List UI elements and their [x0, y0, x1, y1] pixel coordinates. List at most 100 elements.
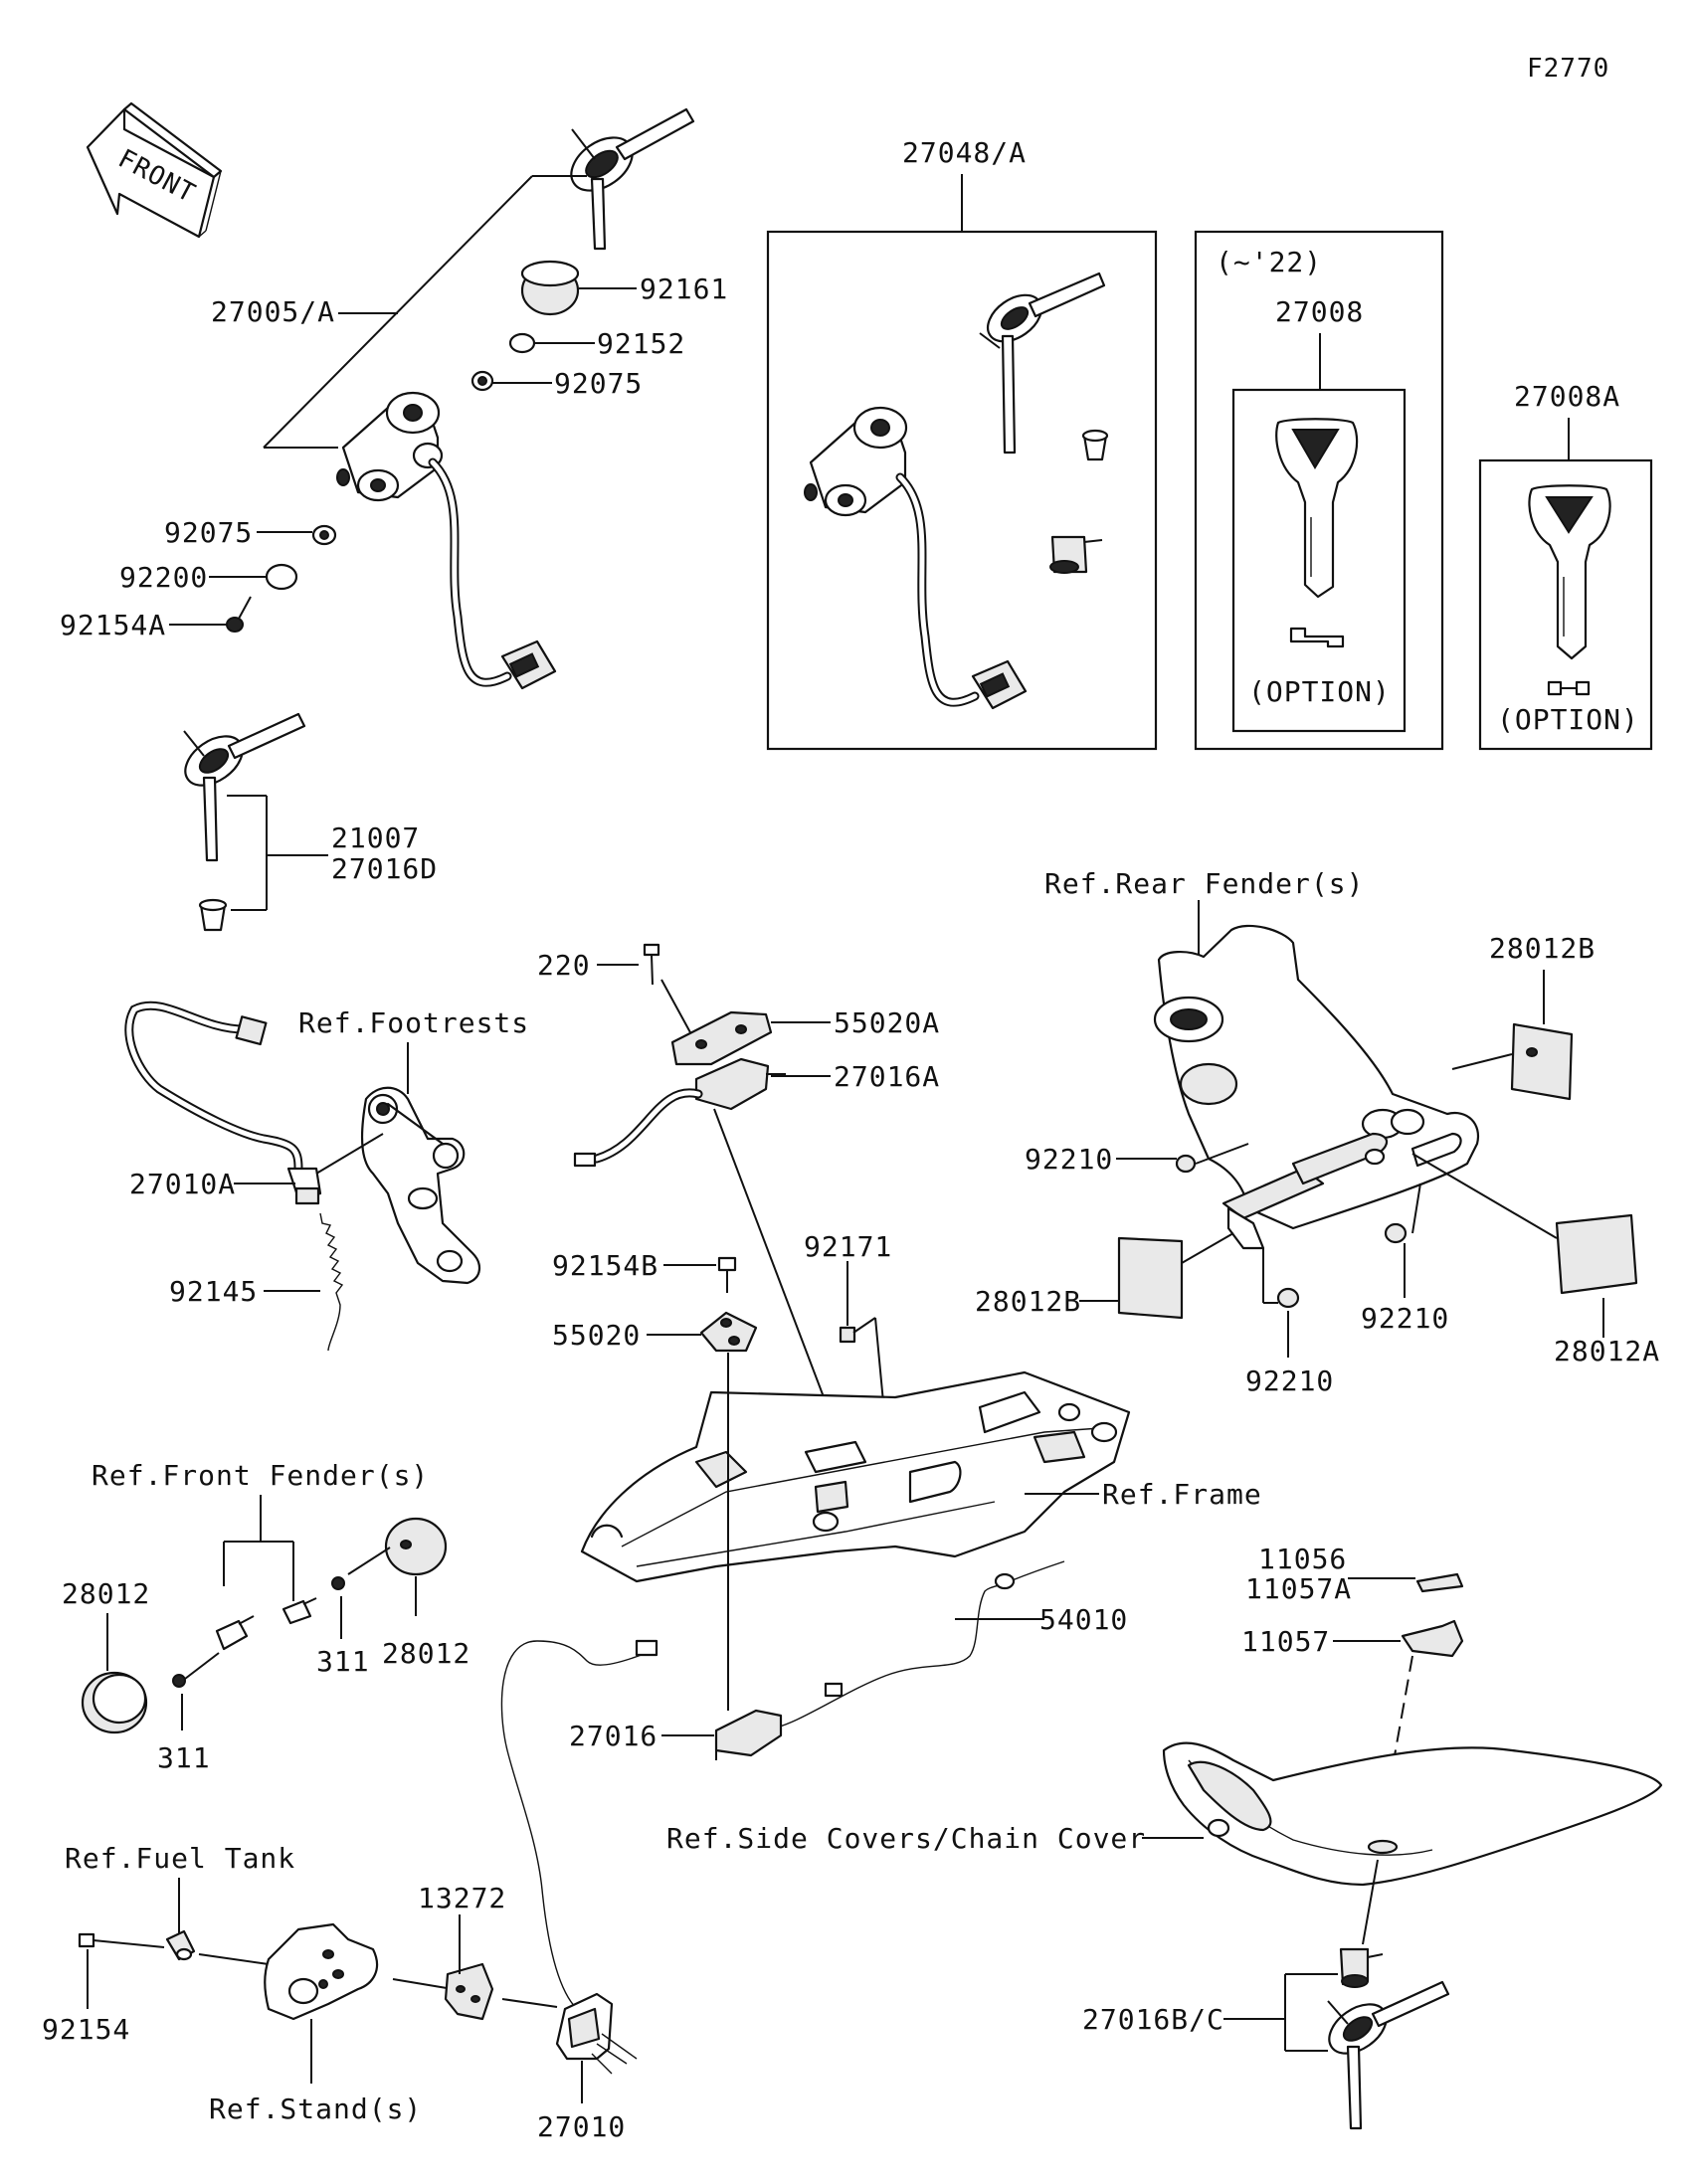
bracket-11057	[1401, 1619, 1464, 1658]
label-92075-lower: 92075	[164, 516, 253, 549]
washer-92200	[265, 563, 298, 591]
label-92200: 92200	[119, 561, 208, 594]
label-option-2: (OPTION)	[1497, 703, 1639, 736]
label-92210-left: 92210	[1025, 1143, 1113, 1176]
label-92154A: 92154A	[60, 609, 166, 641]
cable-54010	[770, 1560, 1065, 1729]
spring-92145	[319, 1212, 344, 1352]
reflector-28012B-left	[1117, 1232, 1234, 1320]
label-27008: 27008	[1275, 295, 1364, 328]
leader-27005	[263, 175, 533, 449]
plate-55020A	[670, 1010, 773, 1066]
label-54010: 54010	[1039, 1603, 1128, 1636]
label-92154: 92154	[42, 2013, 130, 2046]
nut-92210-left	[1175, 1143, 1249, 1174]
label-ref-rear-fender: Ref.Rear Fender(s)	[1044, 867, 1364, 900]
label-27016A: 27016A	[834, 1060, 940, 1093]
label-27016B-C: 27016B/C	[1082, 2003, 1224, 2036]
lock-27016B	[1339, 1947, 1384, 1988]
bolt-92154A	[226, 596, 252, 633]
nut-92210-low	[1262, 1248, 1300, 1309]
latch-27016	[714, 1709, 783, 1760]
washer-92075-upper	[470, 370, 494, 392]
label-27016: 27016	[569, 1720, 658, 1752]
label-311-lower: 311	[157, 1741, 211, 1774]
label-11057A: 11057A	[1245, 1572, 1352, 1605]
label-ref-frame: Ref.Frame	[1102, 1478, 1262, 1511]
footrest-bracket	[360, 1086, 480, 1285]
label-28012B-top: 28012B	[1489, 932, 1596, 965]
label-11056: 11056	[1258, 1543, 1347, 1575]
box-27008A	[1478, 458, 1653, 751]
side-cover	[1162, 1741, 1663, 1887]
nut-311-upper	[331, 1576, 345, 1590]
plate-55020	[699, 1311, 758, 1353]
label-28012A: 28012A	[1554, 1335, 1660, 1367]
label-55020: 55020	[552, 1319, 641, 1352]
label-27010A: 27010A	[129, 1168, 236, 1200]
label-ref-side-covers: Ref.Side Covers/Chain Cover	[666, 1822, 1146, 1855]
cap-27016D	[198, 898, 228, 932]
key-21007	[183, 712, 306, 862]
label-22: (~'22)	[1216, 246, 1322, 278]
key-27016C	[1327, 1980, 1450, 2130]
label-ref-footrests: Ref.Footrests	[298, 1006, 529, 1039]
label-13272: 13272	[418, 1882, 506, 1914]
label-92075-upper: 92075	[554, 367, 643, 400]
key-blank-27008	[1275, 418, 1359, 648]
front-arrow-icon: FRONT	[86, 101, 223, 239]
label-27005-A: 27005/A	[211, 295, 335, 328]
washer-92152	[508, 332, 536, 354]
key-cylinder-92161	[520, 260, 580, 316]
label-11057: 11057	[1241, 1625, 1330, 1658]
label-ref-fuel-tank: Ref.Fuel Tank	[65, 1842, 295, 1875]
latch-27016A	[573, 1057, 786, 1168]
label-27016D: 27016D	[331, 852, 438, 885]
switch-27010	[555, 1992, 638, 2075]
label-28012-left: 28012	[62, 1577, 150, 1610]
clip-11056	[1415, 1572, 1464, 1593]
nut-311-lower	[172, 1674, 186, 1688]
ignition-switch-body	[336, 391, 557, 690]
stand-switch-bracket	[264, 1922, 379, 2021]
label-55020A: 55020A	[834, 1006, 940, 1039]
grommet-left	[215, 1615, 255, 1651]
label-92154B: 92154B	[552, 1249, 658, 1282]
washer-92075-lower	[311, 524, 337, 546]
label-92161: 92161	[640, 273, 728, 305]
clamp-fuel	[165, 1929, 196, 1961]
label-28012B: 28012B	[975, 1285, 1081, 1318]
switch-27010A	[124, 1001, 322, 1205]
grommet-right	[282, 1597, 317, 1625]
label-92210-low: 92210	[1245, 1365, 1334, 1397]
cap-28012-left	[81, 1671, 148, 1734]
box-27008	[1231, 388, 1407, 733]
nut-92171	[839, 1326, 856, 1344]
cable-27010	[500, 1639, 658, 2040]
label-92145: 92145	[169, 1275, 258, 1308]
reflector-28012B-top	[1451, 1022, 1574, 1101]
box-27048-A	[766, 230, 1158, 751]
label-92171: 92171	[804, 1230, 892, 1263]
label-220: 220	[537, 949, 591, 982]
nut-92210-mid	[1384, 1183, 1421, 1244]
label-28012-right: 28012	[382, 1637, 470, 1670]
label-92152: 92152	[597, 327, 685, 360]
reflector-28012A	[1411, 1153, 1638, 1295]
figure-id: F2770	[1527, 54, 1609, 84]
label-27010: 27010	[537, 2110, 626, 2143]
label-option-1: (OPTION)	[1248, 675, 1391, 708]
frame	[580, 1370, 1131, 1583]
label-21007: 21007	[331, 821, 420, 854]
label-311-upper: 311	[316, 1645, 370, 1678]
label-27048-A: 27048/A	[902, 136, 1027, 169]
box-22	[1194, 230, 1444, 751]
label-27008A: 27008A	[1514, 380, 1620, 413]
ignition-switch-set	[804, 272, 1109, 710]
plate-13272	[444, 1962, 494, 2021]
ignition-key-top	[570, 107, 695, 251]
bolt-92154	[78, 1932, 165, 1948]
label-ref-front-fender: Ref.Front Fender(s)	[92, 1459, 429, 1492]
label-ref-stands: Ref.Stand(s)	[209, 2093, 422, 2125]
